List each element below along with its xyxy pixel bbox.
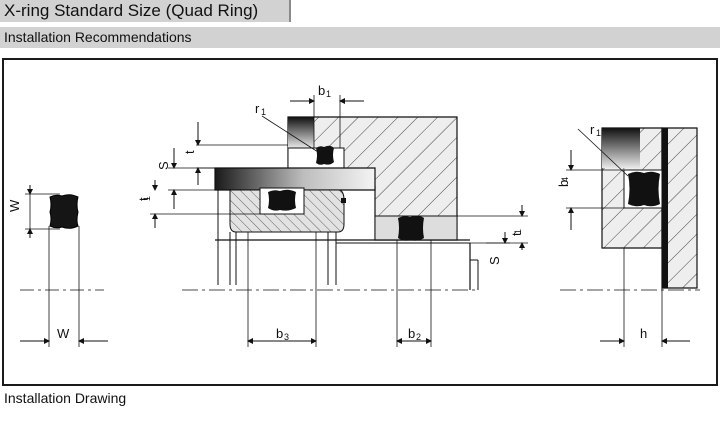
s-label-right: S bbox=[487, 256, 502, 265]
t1-subscript-left: 1 bbox=[142, 196, 152, 201]
r1-subscript-middle: 1 bbox=[261, 107, 266, 117]
groove-section-right bbox=[560, 127, 700, 347]
s-label-left: S bbox=[156, 161, 171, 170]
b2-label: b bbox=[408, 326, 415, 341]
t-label-top: t bbox=[182, 150, 197, 154]
drawing-frame bbox=[2, 58, 718, 386]
section-header: Installation Recommendations bbox=[0, 27, 720, 48]
t1-label-right: t bbox=[509, 232, 524, 236]
h-label: h bbox=[640, 326, 647, 341]
b4-label: b bbox=[556, 180, 571, 187]
dimension-lines-middle bbox=[150, 95, 528, 347]
page-title: X-ring Standard Size (Quad Ring) bbox=[4, 1, 259, 20]
b1-label: b bbox=[318, 83, 325, 98]
t1-subscript-right: 1 bbox=[513, 229, 523, 234]
b1-subscript: 1 bbox=[326, 89, 331, 99]
b4-subscript: 4 bbox=[560, 177, 570, 182]
section-title: Installation Recommendations bbox=[4, 29, 192, 45]
housing-assembly bbox=[182, 116, 479, 291]
r1-subscript-right: 1 bbox=[596, 128, 601, 138]
r1-label-right: r bbox=[590, 122, 595, 137]
w-label-left: W bbox=[7, 199, 22, 212]
b3-label: b bbox=[276, 326, 283, 341]
t1-label-left: t bbox=[136, 197, 151, 201]
b3-subscript: 3 bbox=[284, 332, 289, 342]
w-label-bottom: W bbox=[57, 326, 70, 341]
xring-cross-section-left bbox=[20, 185, 108, 347]
r1-label-middle: r bbox=[255, 101, 260, 116]
drawing-caption: Installation Drawing bbox=[4, 390, 127, 406]
title-bar: X-ring Standard Size (Quad Ring) bbox=[0, 0, 291, 22]
b2-subscript: 2 bbox=[416, 332, 421, 342]
